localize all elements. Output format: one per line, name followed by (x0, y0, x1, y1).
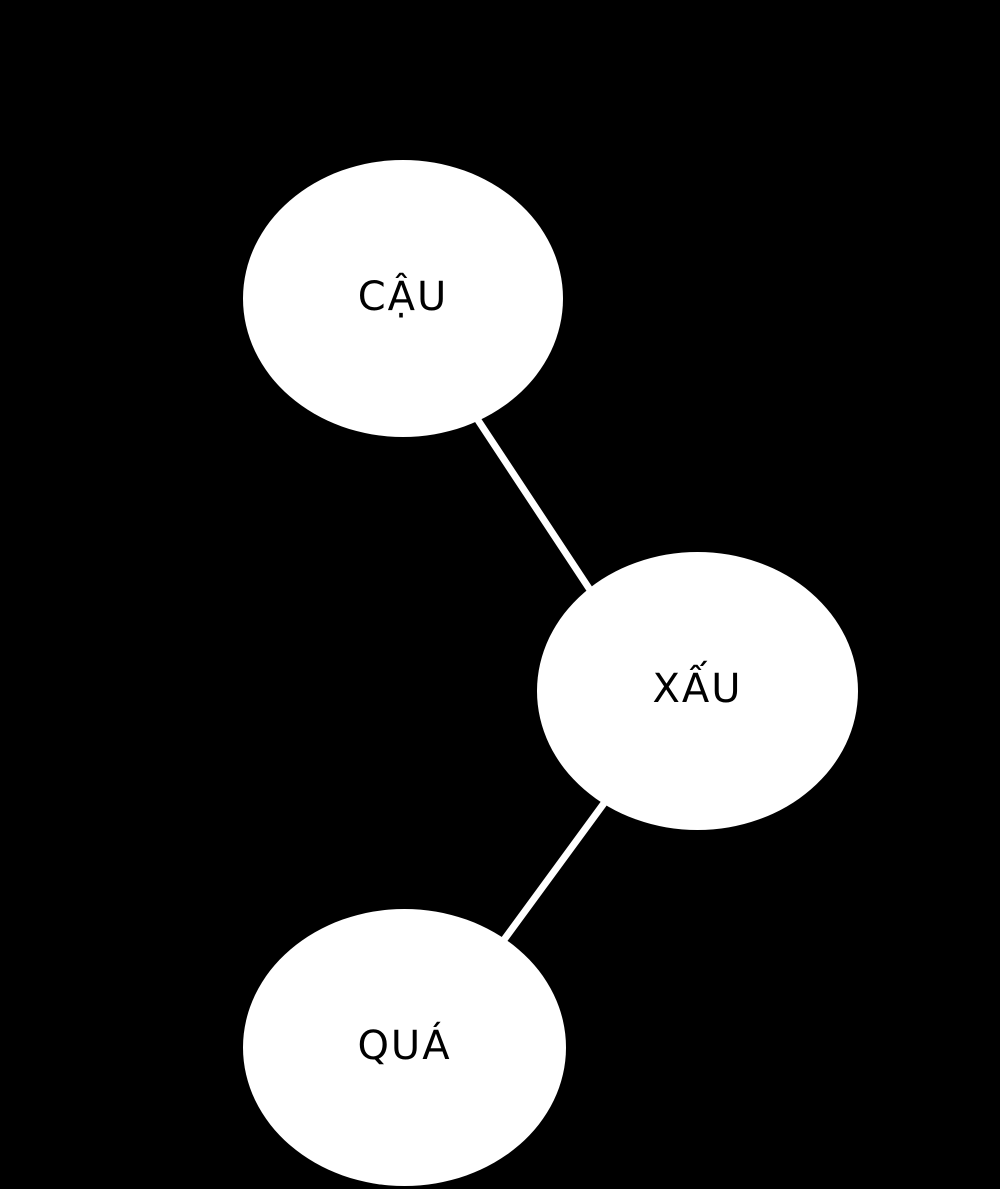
speech-bubble-2: XẤU (537, 552, 858, 830)
speech-bubble-3: QUÁ (243, 909, 566, 1186)
speech-bubble-1: CẬU (243, 160, 563, 437)
speech-bubble-1-text: CẬU (357, 273, 449, 320)
speech-bubble-3-text: QUÁ (357, 1022, 452, 1069)
bubble-connector-line-1 (465, 403, 601, 604)
speech-bubble-2-text: XẤU (652, 666, 743, 712)
bubble-connector-line-2 (495, 792, 613, 951)
